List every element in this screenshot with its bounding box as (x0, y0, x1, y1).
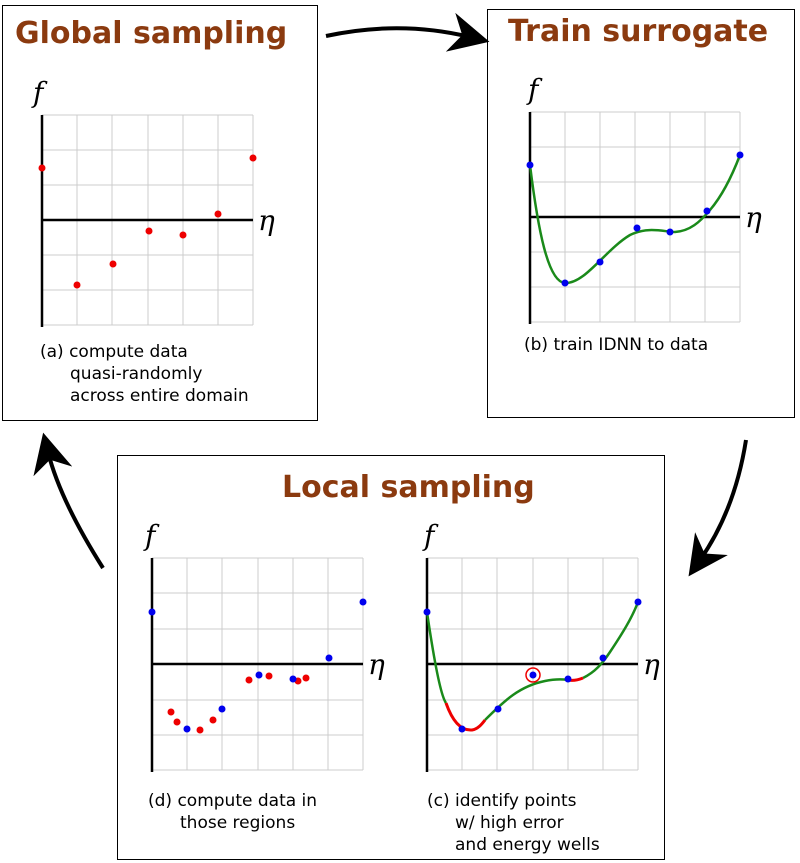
data-point (325, 654, 333, 662)
data-point (423, 608, 431, 616)
local-sampling-caption-c-2: w/ high error (455, 813, 564, 833)
data-point (634, 598, 642, 606)
train-surrogate-panel (487, 9, 795, 418)
plot-c-fit-curve (484, 678, 569, 721)
data-point (599, 654, 607, 662)
data-point (167, 708, 175, 716)
data-point (633, 224, 641, 232)
data-point (359, 598, 367, 606)
global-sampling-panel (2, 5, 318, 421)
plot-d-red-points (167, 672, 310, 734)
arrow-local-to-global (33, 432, 105, 570)
plot-a: f η (31, 76, 275, 327)
data-point (183, 725, 191, 733)
plot-b-ylabel: f (526, 73, 543, 106)
plot-c-fit-curve (425, 611, 448, 704)
data-point (179, 231, 187, 239)
global-sampling-caption-3: across entire domain (70, 386, 249, 406)
data-point (666, 228, 674, 236)
data-point (289, 675, 297, 683)
plot-c-ylabel: f (422, 519, 439, 552)
data-point (209, 716, 217, 724)
data-point (302, 674, 310, 682)
data-point (561, 279, 569, 287)
global-sampling-caption-2: quasi-randomly (70, 364, 203, 384)
plot-a-grid (42, 114, 254, 326)
plot-d-xlabel: η (368, 648, 385, 681)
data-point (736, 151, 744, 159)
data-point (529, 671, 537, 679)
data-point (145, 227, 153, 235)
data-point (494, 705, 502, 713)
data-point (265, 672, 273, 680)
data-point (564, 675, 572, 683)
data-point (458, 725, 466, 733)
plot-c: f η (422, 519, 660, 772)
plot-b-points (526, 151, 744, 287)
data-point (249, 154, 257, 162)
data-point (255, 671, 263, 679)
data-point (148, 608, 156, 616)
plot-b-xlabel: η (745, 201, 762, 234)
arrow-train-to-local (688, 439, 748, 577)
plot-a-ylabel: f (31, 76, 48, 109)
data-point (38, 164, 46, 172)
plot-a-points (38, 154, 257, 289)
plot-d: f η (143, 519, 385, 772)
train-surrogate-caption: (b) train IDNN to data (524, 335, 709, 355)
arrow-global-to-train (325, 12, 490, 52)
data-point (214, 210, 222, 218)
local-sampling-caption-d-1: (d) compute data in (148, 791, 318, 811)
high-error-point-marker (525, 667, 541, 683)
local-sampling-panel (117, 455, 665, 860)
data-point (596, 258, 604, 266)
data-point (218, 705, 226, 713)
data-point (703, 207, 711, 215)
plot-c-high-error-segment (444, 702, 487, 732)
global-sampling-caption-1: (a) compute data (40, 342, 188, 362)
data-point (73, 281, 81, 289)
plot-b: f η (526, 73, 762, 324)
data-point (526, 161, 534, 169)
global-sampling-title: Global sampling (15, 16, 288, 51)
data-point (173, 718, 181, 726)
plot-d-ylabel: f (143, 519, 160, 552)
data-point (109, 260, 117, 268)
data-point (196, 726, 204, 734)
local-sampling-caption-d-2: those regions (180, 813, 296, 833)
data-point (245, 676, 253, 684)
plot-c-points (423, 598, 642, 733)
train-surrogate-title: Train surrogate (508, 14, 769, 49)
plot-d-blue-points (148, 598, 367, 733)
local-sampling-caption-c-3: and energy wells (455, 835, 600, 855)
local-sampling-caption-c-1: (c) identify points (427, 791, 577, 811)
plot-c-xlabel: η (643, 648, 660, 681)
local-sampling-title: Local sampling (282, 470, 535, 505)
plot-c-fit-curve (582, 601, 640, 680)
plot-a-xlabel: η (258, 204, 275, 237)
